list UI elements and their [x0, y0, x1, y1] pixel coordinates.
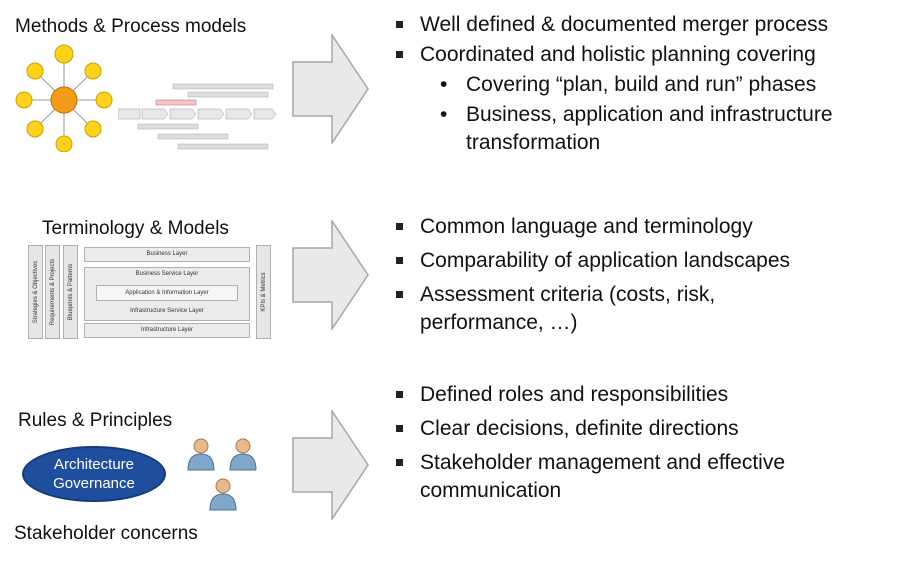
bullet-item: Assessment criteria (costs, risk,	[392, 280, 790, 310]
vertical-bar: Requirements & Projects	[45, 245, 60, 339]
bullet-item: Clear decisions, definite directions	[392, 414, 785, 444]
bullet-list-rules: Defined roles and responsibilities Clear…	[392, 380, 785, 506]
section-title-rules: Rules & Principles	[18, 410, 173, 431]
bullet-item: Well defined & documented merger process	[392, 10, 833, 40]
bullet-item: Defined roles and responsibilities	[392, 380, 785, 410]
bullet-continuation: communication	[420, 479, 562, 502]
arrow-right-icon	[292, 34, 369, 144]
sub-bullet-continuation: transformation	[466, 131, 601, 154]
bullet-item: Common language and terminology	[392, 212, 790, 242]
arrow-right-icon	[292, 410, 369, 520]
layer-bar: Infrastructure Layer	[84, 323, 250, 338]
person-icon	[229, 438, 257, 471]
layer-model-diagram: Strategies & Objectives Requirements & P…	[28, 245, 272, 340]
vertical-bar: Strategies & Objectives	[28, 245, 43, 339]
vertical-bar: Blueprints & Patterns	[63, 245, 78, 339]
sub-bullet-item: •Covering “plan, build and run” phases	[440, 73, 817, 96]
sub-bullet-item: •Business, application and infrastructur…	[440, 103, 833, 126]
stakeholders-icon	[187, 438, 257, 511]
bullet-continuation: performance, …)	[420, 311, 578, 334]
section-title-methods: Methods & Process models	[15, 16, 247, 37]
section-title-terminology: Terminology & Models	[42, 218, 229, 239]
bullet-item: Stakeholder management and effective	[392, 448, 785, 478]
section-footer-stakeholder: Stakeholder concerns	[14, 523, 198, 544]
person-icon	[209, 478, 237, 511]
layer-bar: Application & Information Layer	[96, 285, 238, 301]
bullet-list-methods: Well defined & documented merger process…	[392, 10, 833, 158]
process-circle-diagram	[15, 44, 113, 152]
architecture-governance-badge: Architecture Governance	[22, 446, 166, 502]
layer-bar: Business Layer	[84, 247, 250, 262]
person-icon	[187, 438, 215, 471]
process-flow-diagram	[118, 83, 277, 150]
bullet-list-terminology: Common language and terminology Comparab…	[392, 212, 790, 338]
bullet-item: Comparability of application landscapes	[392, 246, 790, 276]
vertical-bar: KPIs & Metrics	[256, 245, 271, 339]
layer-label: Infrastructure Service Layer	[130, 308, 204, 314]
arrow-right-icon	[292, 220, 369, 330]
bullet-item: Coordinated and holistic planning coveri…	[392, 40, 833, 70]
